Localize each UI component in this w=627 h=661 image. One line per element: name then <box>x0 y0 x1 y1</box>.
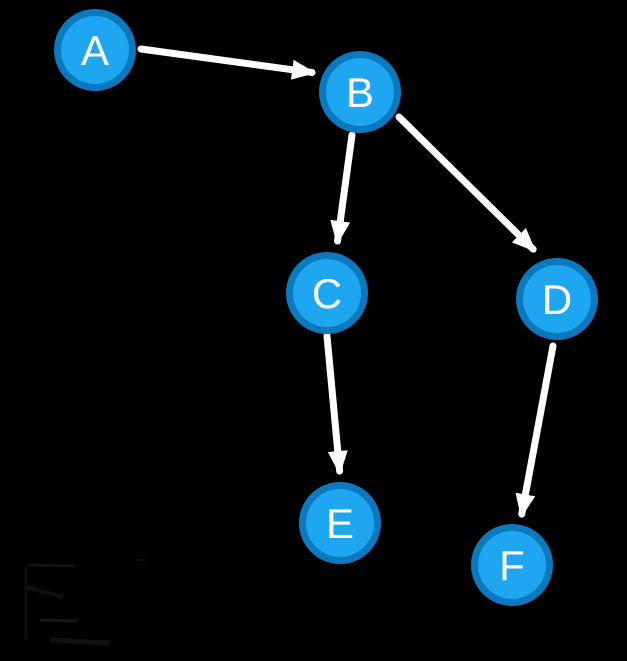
graph-node-F[interactable]: F <box>471 524 553 606</box>
graph-edge-B-C <box>330 131 356 246</box>
graph-edge-A-B <box>137 45 316 80</box>
node-body <box>61 16 129 84</box>
graph-edge-C-E <box>323 332 348 476</box>
node-body <box>293 259 361 327</box>
edges-layer <box>137 45 557 519</box>
background-artifact <box>25 585 64 599</box>
background-artifacts-layer <box>24 559 148 646</box>
graph-node-E[interactable]: E <box>299 482 381 564</box>
graph-edge-B-D <box>395 113 537 253</box>
background-artifact <box>39 618 78 623</box>
node-body <box>478 531 546 599</box>
graph-node-A[interactable]: A <box>54 9 136 91</box>
nodes-layer: A B C D E F <box>54 9 598 606</box>
node-body <box>523 265 591 333</box>
graph-node-C[interactable]: C <box>286 252 368 334</box>
node-body <box>326 58 394 126</box>
background-artifact <box>26 563 76 568</box>
background-artifact <box>49 637 111 646</box>
graph-edge-D-F <box>515 342 557 519</box>
node-body <box>306 489 374 557</box>
graph-node-D[interactable]: D <box>516 258 598 340</box>
graph-node-B[interactable]: B <box>319 51 401 133</box>
